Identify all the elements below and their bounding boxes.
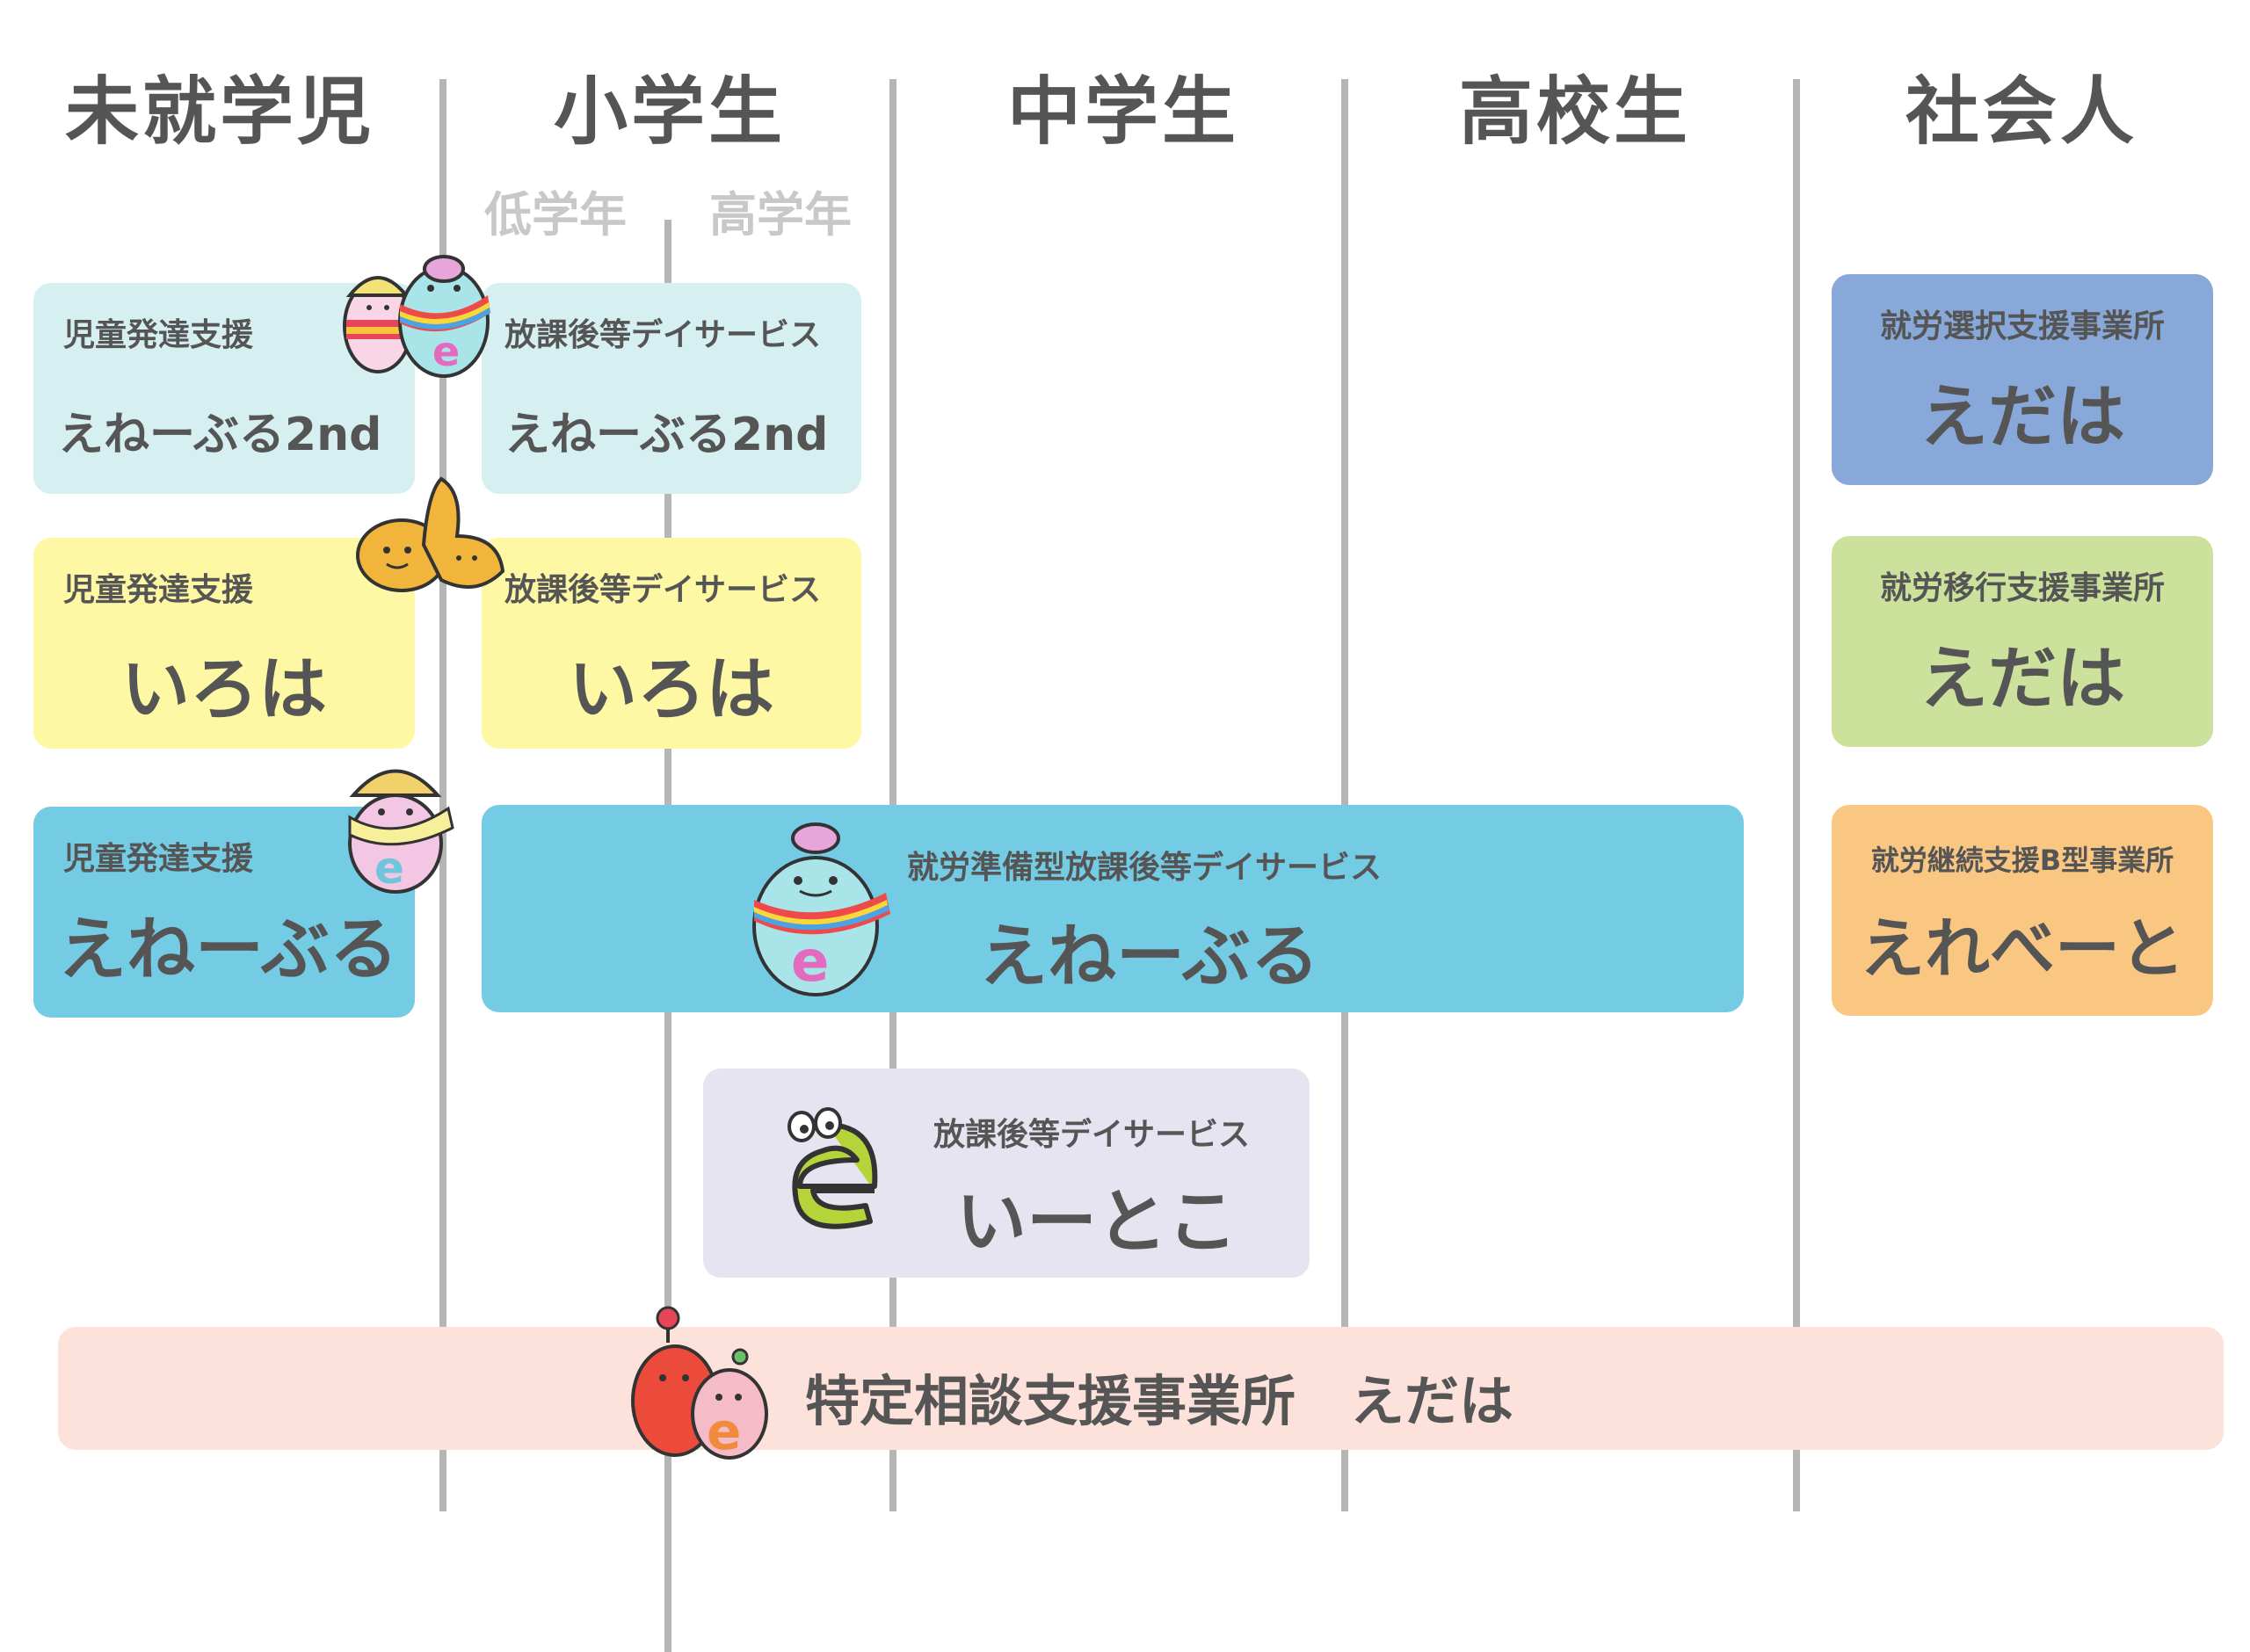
divider-high-adult [1793,79,1800,1511]
mascot-enable-small-icon: e [348,769,454,894]
service-name: えねーぶる2nd [504,409,829,461]
consultation-label: 特定相談支援事業所 えだは [805,1369,1514,1433]
svg-text:e: e [432,328,460,375]
mascot-2nd-pair-icon: e [343,255,490,378]
service-name: いろは [120,650,327,729]
service-type: 児童発達支援 [63,317,254,353]
service-type: 放課後等デイサービス [504,317,822,353]
service-afterschool-2nd: 放課後等デイサービス えねーぶる2nd [482,283,861,494]
svg-text:e: e [707,1402,741,1461]
service-type: 児童発達支援 [63,841,254,877]
service-employment-continuation: 就労継続支援B型事業所 えれべーと [1832,805,2213,1016]
header-preschool: 未就学児 [64,69,374,155]
mascot-enable-large-icon: e [752,822,890,996]
service-preschool-iroha: 児童発達支援 いろは [33,538,415,749]
service-name: いろは [568,650,774,729]
service-name: えねーぶる2nd [58,409,382,461]
mascot-iroha-icon [356,476,505,592]
mascot-itoko-icon [788,1107,878,1229]
service-afterschool-iroha: 放課後等デイサービス いろは [482,538,861,749]
subheader-upper-grades: 高学年 [709,187,852,243]
service-type: 放課後等デイサービス [504,572,822,608]
service-name: えだは [1919,378,2125,457]
service-type: 就労準備型放課後等デイサービス [907,850,1383,886]
service-name: いーとこ [956,1181,1238,1263]
service-type: 就労選択支援事業所 [1879,308,2165,344]
svg-text:e: e [791,930,829,995]
service-type: 就労移行支援事業所 [1879,570,2165,606]
service-preschool-2nd: 児童発達支援 えねーぶる2nd [33,283,415,494]
service-name: えねーぶる [979,917,1319,996]
service-consultation: 特定相談支援事業所 えだは [58,1327,2224,1450]
service-name: えれべーと [1860,911,2185,987]
divider-preschool-elementary [439,79,446,1511]
service-type: 就労継続支援B型事業所 [1870,844,2174,877]
header-junior-high: 中学生 [1006,69,1239,155]
subheader-lower-grades: 低学年 [484,187,627,243]
header-high-school: 高校生 [1458,69,1691,155]
divider-elementary-junior [889,79,896,1511]
service-preschool-enable: 児童発達支援 えねーぶる [33,807,415,1018]
header-elementary: 小学生 [553,69,786,155]
divider-junior-high [1341,79,1348,1511]
service-name: えねーぶる [58,910,398,989]
service-name: えだは [1919,640,2125,719]
service-employment-prep: 就労準備型放課後等デイサービス えねーぶる [482,805,1744,1012]
header-adult: 社会人 [1905,69,2138,155]
service-type: 放課後等デイサービス [933,1117,1251,1153]
mascot-edaha-icon: e [631,1306,768,1461]
service-employment-transition: 就労移行支援事業所 えだは [1832,536,2213,747]
service-type: 児童発達支援 [63,572,254,608]
service-employment-select: 就労選択支援事業所 えだは [1832,274,2213,485]
svg-text:e: e [374,843,404,894]
